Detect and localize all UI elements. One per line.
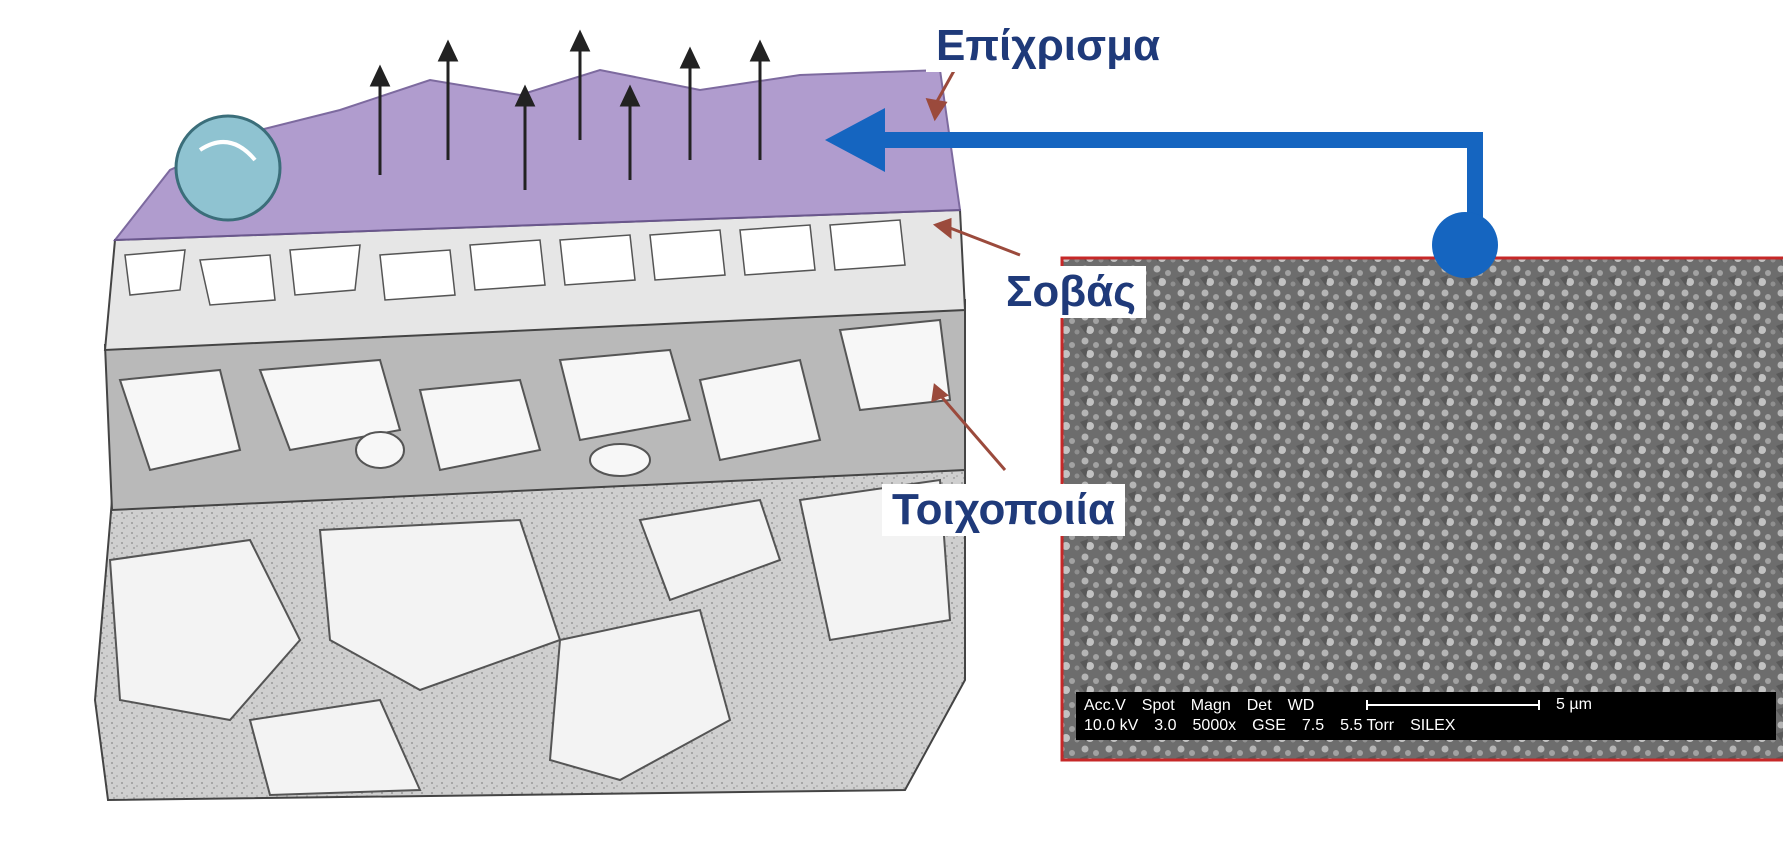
- water-droplet: [176, 116, 280, 220]
- sem-scale-bar: [1366, 700, 1540, 710]
- sem-value-spot: 3.0: [1154, 716, 1176, 736]
- sem-info-row-2: 10.0 kV 3.0 5000x GSE 7.5 5.5 Torr SILEX: [1084, 716, 1768, 736]
- sem-value-magn: 5000x: [1193, 716, 1237, 736]
- sem-value-pressure: 5.5 Torr: [1340, 716, 1394, 736]
- connector-dot: [1432, 212, 1498, 278]
- sem-value-accv: 10.0 kV: [1084, 716, 1138, 736]
- sem-label-wd: WD: [1288, 696, 1315, 716]
- sem-label-accv: Acc.V: [1084, 696, 1126, 716]
- sem-value-wd: 7.5: [1302, 716, 1324, 736]
- sem-label-det: Det: [1247, 696, 1272, 716]
- label-plaster: Σοβάς: [996, 266, 1146, 318]
- sem-value-sample: SILEX: [1410, 716, 1455, 736]
- sem-label-spot: Spot: [1142, 696, 1175, 716]
- sem-micrograph: [1062, 258, 1783, 760]
- sem-value-det: GSE: [1252, 716, 1286, 736]
- sem-info-bar: Acc.V Spot Magn Det WD 10.0 kV 3.0 5000x…: [1076, 692, 1776, 740]
- label-coating: Επίχρισμα: [926, 20, 1170, 72]
- wall-cross-section: [95, 33, 965, 800]
- label-masonry: Τοιχοποιία: [882, 484, 1125, 536]
- sem-scale-label: 5 µm: [1556, 695, 1592, 715]
- sem-label-magn: Magn: [1191, 696, 1231, 716]
